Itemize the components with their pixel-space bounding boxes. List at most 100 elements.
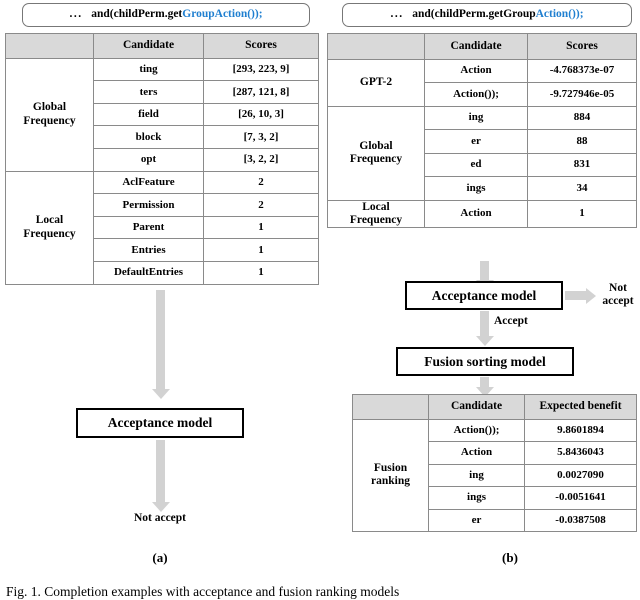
acceptance-model-box-a[interactable]: Acceptance model [76,408,244,438]
group-label-line1: Fusion [373,462,408,475]
cell-score: 884 [527,105,637,130]
table-header-row: Candidate Scores [327,33,637,60]
cell-candidate: ters [93,80,204,104]
fusion-sorting-model-box-b[interactable]: Fusion sorting model [396,347,574,376]
cell-candidate: ings [428,486,525,510]
group-label-line2: Frequency [23,114,76,127]
code-ellipsis-b: ... [390,8,404,20]
cell-score: 34 [527,176,637,201]
not-accept-line2: accept [602,295,634,307]
cell-expected-benefit: 9.8601894 [524,418,637,442]
cell-candidate: field [93,102,204,127]
cell-score: 1 [203,215,319,240]
table-row: Local Frequency AclFeature 2 [5,170,319,285]
fusion-sorting-model-label-b: Fusion sorting model [424,353,546,369]
cell-expected-benefit: 0.0027090 [524,463,637,487]
cell-score: 1 [527,199,637,228]
candidates-table-b: Candidate Scores GPT-2 Action -4.768373e… [327,33,637,228]
group-label-global-frequency-a: Global Frequency [5,57,94,172]
cell-candidate: Action()); [424,82,528,107]
acceptance-model-label-a: Acceptance model [107,415,213,430]
cell-score: 88 [527,129,637,154]
code-snippet-box-b: ... and(childPerm.getGroupAction()); [342,3,632,27]
table-row: Action 5.8436043 [353,441,637,465]
panel-b: ... and(childPerm.getGroupAction()); Can… [320,0,640,597]
column-header-candidate-fusion: Candidate [428,394,525,420]
table-header-row: Candidate Expected benefit [352,394,637,420]
group-label-line1: Global [359,139,393,152]
cell-candidate: Action [424,58,528,83]
table-row: GPT-2 Action -4.768373e-07 [327,58,637,107]
panel-tag-a: (a) [152,550,168,565]
cell-candidate: block [93,125,204,149]
cell-score: 2 [203,193,319,217]
cell-score: [26, 10, 3] [203,102,319,127]
column-header-scores-b: Scores [527,33,637,60]
group-label-fusion-ranking: Fusion ranking [352,418,429,532]
candidates-table-a: Candidate Scores Global Frequency ting [… [5,33,319,285]
cell-candidate: er [424,129,528,154]
accept-label-b: Accept [494,315,528,327]
group-label-line1: Global [32,101,67,114]
column-header-group-a [5,33,94,59]
not-accept-label-a: Not accept [133,512,187,524]
table-row: ed 831 [328,152,637,177]
cell-candidate: Action [428,441,525,465]
fusion-ranking-table-b: Candidate Expected benefit Fusion rankin… [352,394,637,532]
code-prefix-b: and(childPerm.getGroup [412,8,536,20]
cell-score: 2 [203,170,319,195]
group-label-global-frequency-b: Global Frequency [327,105,425,201]
table-row: er 88 [328,129,637,154]
code-prefix-a: and(childPerm.get [91,8,183,20]
arrow-acceptance-to-not-accept-b [565,291,587,300]
cell-candidate: DefaultEntries [93,260,204,285]
cell-score: 1 [203,260,319,285]
cell-candidate: Entries [93,238,204,262]
cell-expected-benefit: 5.8436043 [524,441,637,465]
cell-candidate: ed [424,152,528,177]
cell-candidate: ing [424,105,528,130]
acceptance-model-box-b[interactable]: Acceptance model [405,281,563,310]
table-row: Global Frequency ing 884 [327,105,637,201]
panel-tag-b: (b) [502,550,518,565]
cell-candidate: opt [93,147,204,172]
code-ellipsis-a: ... [69,8,83,20]
cell-score: [287, 121, 8] [203,80,319,104]
column-header-group-b [327,33,425,60]
cell-candidate: er [428,508,525,532]
table-row: Parent 1 [6,215,319,240]
table-row: Fusion ranking Action()); 9.8601894 [352,418,637,532]
group-label-line2: Frequency [23,227,76,240]
group-label-gpt2-b: GPT-2 [327,58,425,107]
cell-candidate: ting [93,57,204,82]
cell-score: -9.727946e-05 [527,82,637,107]
arrow-table-to-acceptance-b [480,261,489,281]
cell-candidate: Parent [93,215,204,240]
cell-score: 1 [203,238,319,262]
table-header-row: Candidate Scores [5,33,319,59]
column-header-candidate-b: Candidate [424,33,528,60]
cell-candidate: ings [424,176,528,201]
table-row: Entries 1 [6,238,319,262]
table-row: block [7, 3, 2] [6,125,319,149]
arrow-acceptance-to-outcome-a [156,440,165,503]
table-row: DefaultEntries 1 [6,260,319,285]
not-accept-label-b: Not accept [595,282,640,308]
group-label-local-frequency-b: Local Frequency [327,199,425,228]
cell-candidate: Action [424,199,528,228]
code-highlight-b: Action()); [535,8,584,20]
column-header-scores-a: Scores [203,33,319,59]
arrow-table-to-acceptance-a [156,290,165,390]
code-snippet-box-a: ... and(childPerm.getGroupAction()); [22,3,310,27]
column-header-group-fusion [352,394,429,420]
cell-expected-benefit: -0.0051641 [524,486,637,510]
group-label-line1: Local [362,200,390,213]
cell-candidate: AclFeature [93,170,204,195]
arrow-fusion-to-table-b [480,377,489,388]
cell-score: [3, 2, 2] [203,147,319,172]
group-label-line2: ranking [371,475,410,488]
figure-caption: Fig. 1. Completion examples with accepta… [6,584,400,599]
table-row: Permission 2 [6,193,319,217]
cell-candidate: Action()); [428,418,525,442]
code-highlight-a: GroupAction()); [182,8,263,20]
